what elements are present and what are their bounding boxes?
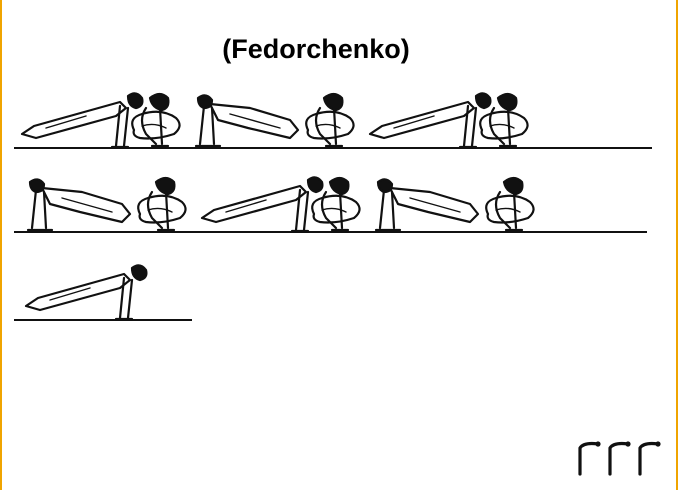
- gymnast-figure-tuck: [138, 178, 185, 230]
- gymnast-figure-pike: [196, 95, 298, 146]
- value-mark-glyph: [610, 441, 631, 474]
- sequence-row: [14, 265, 192, 320]
- difficulty-value-marks: [580, 441, 661, 474]
- value-mark-glyph: [640, 441, 661, 474]
- gymnast-figure-extended-support: [370, 93, 490, 147]
- gymnast-figure-tuck: [486, 178, 533, 230]
- gymnast-figure-pike: [376, 179, 478, 230]
- gymnast-figure-pike: [28, 179, 130, 230]
- gymnast-figure-extended-support: [26, 265, 146, 319]
- gymnast-figure-tuck: [306, 94, 353, 146]
- gymnast-figure-extended-support: [22, 93, 142, 147]
- value-mark-glyph: [580, 441, 601, 474]
- gymnast-figure-extended-support: [202, 177, 322, 231]
- sequence-row: [14, 93, 652, 148]
- sequence-row: [14, 177, 647, 232]
